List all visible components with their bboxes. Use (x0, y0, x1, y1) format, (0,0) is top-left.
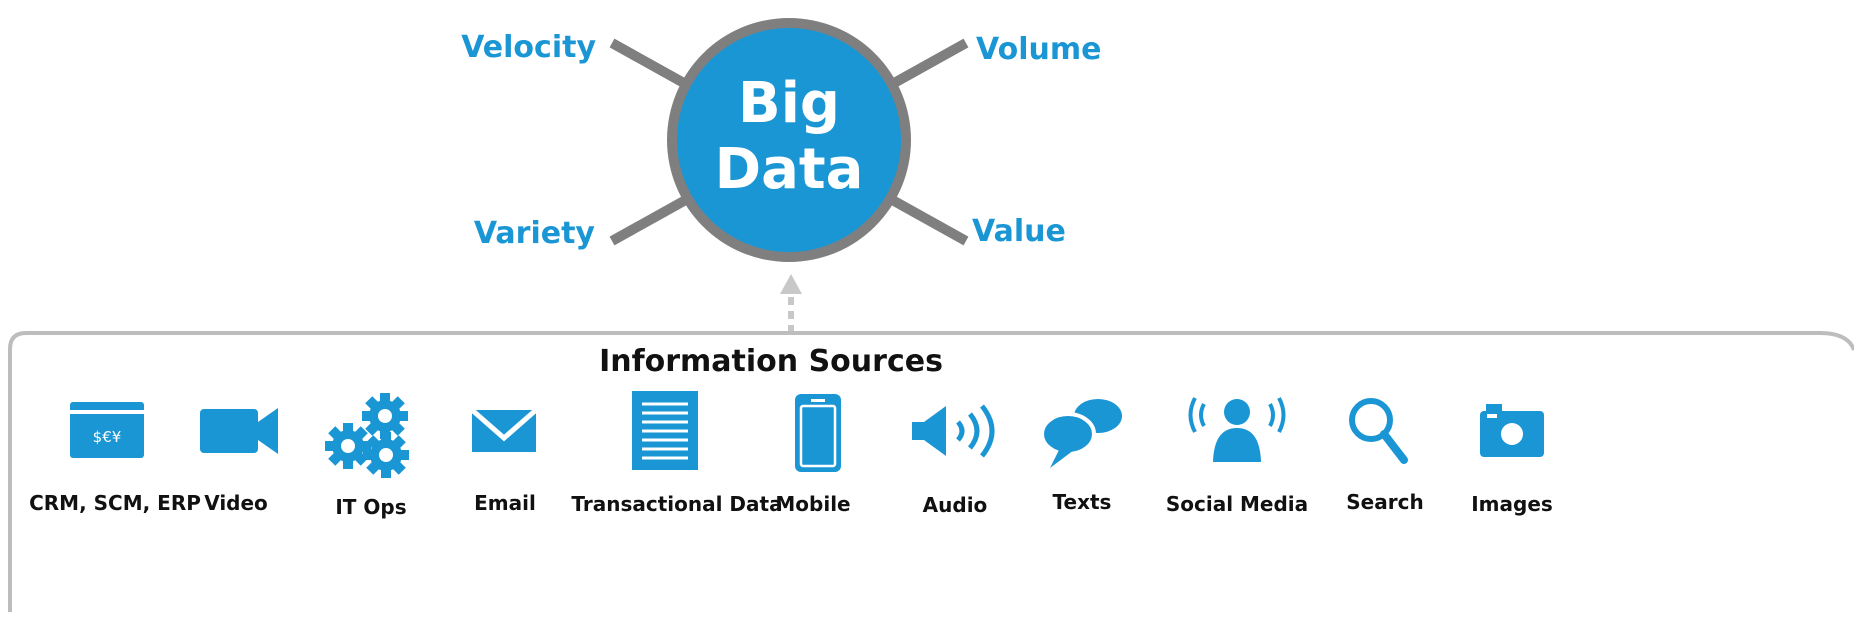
chat-bubbles-icon (1040, 399, 1122, 468)
credit-card-icon: $€¥ (70, 402, 144, 458)
hub-title-line1: Big (738, 71, 840, 136)
source-label: Search (1346, 490, 1423, 514)
source-label: Email (474, 491, 536, 515)
source-label: Transactional Data (571, 492, 782, 516)
source-label: Mobile (775, 492, 850, 516)
information-sources-frame (8, 331, 1854, 612)
mobile-phone-icon (795, 394, 841, 472)
big-data-hub: Big Data (667, 18, 911, 262)
source-label: Video (204, 491, 268, 515)
speaker-icon (912, 404, 995, 458)
hub-title-line2: Data (715, 137, 864, 202)
source-label: CRM, SCM, ERP (29, 491, 201, 515)
document-icon (632, 391, 698, 470)
dashed-arrow (780, 274, 802, 333)
label-value: Value (972, 214, 1066, 249)
information-sources-title: Information Sources (599, 344, 943, 379)
source-label: Images (1471, 492, 1553, 516)
label-variety: Variety (474, 216, 596, 251)
camera-icon (1480, 404, 1544, 457)
gears-icon (325, 393, 409, 478)
currency-glyphs: $€¥ (93, 428, 122, 446)
video-camera-icon (200, 408, 278, 454)
envelope-icon (470, 408, 538, 452)
source-label: Social Media (1166, 492, 1308, 516)
source-label: Texts (1053, 490, 1112, 514)
label-volume: Volume (976, 32, 1101, 67)
source-label: Audio (923, 493, 988, 517)
source-label: IT Ops (335, 495, 406, 519)
label-velocity: Velocity (461, 30, 596, 65)
broadcasting-person-icon (1188, 397, 1286, 462)
magnifier-icon (1349, 398, 1408, 464)
